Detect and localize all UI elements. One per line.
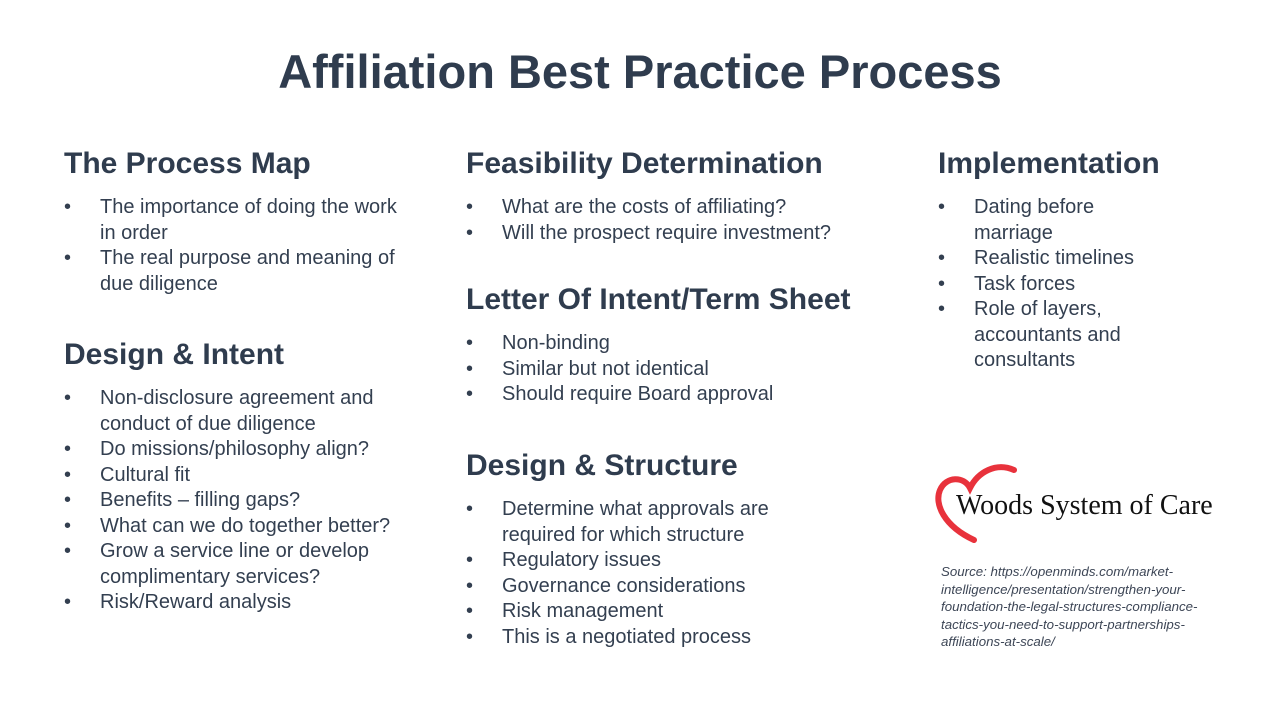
list-item: • Cultural fit [64, 463, 404, 489]
bullet-icon: • [466, 383, 474, 405]
list-item-text: What are the costs of affiliating? [502, 196, 787, 218]
list-item: • What can we do together better? [64, 514, 404, 540]
bullet-icon: • [64, 591, 72, 613]
bullet-icon: • [466, 549, 474, 571]
bullet-list: • The importance of doing the work in ord… [64, 195, 404, 297]
bullet-icon: • [466, 332, 474, 354]
list-item-text: This is a negotiated process [502, 625, 752, 648]
list-item: • Risk management [466, 599, 796, 625]
list-item-text: The importance of doing the work in orde… [100, 196, 397, 244]
list-item: • Non-disclosure agreement and conduct of… [64, 386, 404, 437]
list-item-text: Similar but not identical [502, 357, 709, 380]
bullet-icon: • [64, 247, 72, 269]
section-heading: The Process Map [64, 147, 311, 180]
list-item-text: The real purpose and meaning of due dili… [100, 247, 395, 295]
bullet-list: • Non-disclosure agreement and conduct of… [64, 386, 404, 616]
list-item-text: Regulatory issues [502, 549, 661, 571]
section-heading: Feasibility Determination [466, 147, 823, 180]
section-design-structure: Design & Structure • Determine what approv… [466, 448, 796, 650]
list-item-text: Do missions/philosophy align? [100, 438, 370, 460]
bullet-icon: • [64, 387, 72, 409]
list-item-text: Risk management [502, 600, 664, 622]
list-item: • Regulatory issues [466, 548, 796, 574]
list-item: • Non-binding [466, 331, 886, 357]
section-implementation: Implementation • Dating before marriage • Re… [938, 146, 1178, 374]
bullet-icon: • [64, 489, 72, 511]
source-citation: Source: https://openminds.com/market-int… [941, 564, 1198, 649]
bullet-icon: • [938, 247, 946, 269]
list-item: • Realistic timelines [938, 246, 1178, 272]
section-letter-of-intent: Letter Of Intent/Term Sheet•Non-binding•… [466, 282, 886, 408]
list-item-text: Cultural fit [100, 463, 191, 486]
list-item-text: Dating before marriage [974, 196, 1095, 244]
bullet-icon: • [466, 574, 474, 597]
section-design-intent: Design & Intent • Non-disclosure agreement… [64, 337, 404, 616]
bullet-icon: • [938, 298, 946, 320]
woods-logo: Woods System of Care [934, 464, 1214, 544]
heart-icon [935, 464, 1017, 543]
list-item: • This is a negotiated process [466, 625, 796, 651]
section-heading: Design & Structure [466, 449, 738, 482]
bullet-list: • Non-binding • Similar but not identical • S… [466, 331, 886, 408]
bullet-list: • What are the costs of affiliating? • Will… [466, 195, 886, 246]
section-feasibility: Feasibility Determination • What are the c… [466, 146, 886, 246]
bullet-icon: • [466, 625, 474, 648]
list-item: • Similar but not identical [466, 357, 886, 383]
list-item: • Grow a service line or develop complime… [64, 539, 404, 590]
list-item: • Do missions/philosophy align? [64, 437, 404, 463]
list-item: • Benefits – filling gaps? [64, 488, 404, 514]
bullet-icon: • [64, 438, 72, 460]
logo-text: Woods System of Care [956, 490, 1213, 521]
list-item-text: Benefits – filling gaps? [100, 489, 301, 511]
list-item: • Task forces [938, 272, 1178, 298]
list-item-text: Non-disclosure agreement and conduct of … [100, 387, 374, 435]
list-item: • Role of layers, accountants and consult… [938, 297, 1178, 374]
list-item: • Governance considerations [466, 574, 796, 600]
list-item-text: Task forces [974, 272, 1076, 295]
list-item-text: Risk/Reward analysis [100, 591, 292, 613]
bullet-icon: • [466, 498, 474, 520]
section-heading: Letter Of Intent/Term Sheet [466, 283, 851, 316]
bullet-icon: • [64, 196, 72, 218]
list-item-text: Governance considerations [502, 574, 746, 597]
section-process-map: The Process Map • The importance of doing … [64, 146, 404, 297]
bullet-icon: • [466, 221, 474, 244]
section-heading: Implementation [938, 147, 1160, 180]
bullet-list: • Dating before marriage • Realistic timeli… [938, 195, 1178, 374]
bullet-icon: • [938, 272, 946, 295]
bullet-icon: • [64, 463, 72, 486]
list-item-text: Determine what approvals are required fo… [502, 498, 769, 546]
list-item: • Should require Board approval [466, 382, 886, 408]
list-item-text: Will the prospect require investment? [502, 221, 832, 244]
list-item-text: Should require Board approval [502, 383, 774, 405]
list-item: • Will the prospect require investment? [466, 221, 886, 247]
list-item: • The real purpose and meaning of due dil… [64, 246, 404, 297]
bullet-icon: • [938, 196, 946, 218]
list-item-text: What can we do together better? [100, 514, 391, 537]
bullet-icon: • [466, 600, 474, 622]
bullet-list: • Determine what approvals are required f… [466, 497, 796, 650]
list-item: • Risk/Reward analysis [64, 590, 404, 616]
list-item-text: Realistic timelines [974, 247, 1135, 269]
slide-title: Affiliation Best Practice Process [278, 45, 1002, 98]
list-item-text: Role of layers, accountants and consulta… [974, 298, 1121, 371]
list-item: • Dating before marriage [938, 195, 1178, 246]
section-heading: Design & Intent [64, 338, 285, 371]
bullet-icon: • [64, 514, 72, 537]
bullet-icon: • [466, 196, 474, 218]
list-item: • What are the costs of affiliating? [466, 195, 886, 221]
list-item: • Determine what approvals are required f… [466, 497, 796, 548]
list-item-text: Grow a service line or develop complimen… [100, 540, 370, 588]
bullet-icon: • [64, 540, 72, 562]
bullet-icon: • [466, 357, 474, 380]
list-item-text: Non-binding [502, 332, 610, 354]
list-item: • The importance of doing the work in ord… [64, 195, 404, 246]
